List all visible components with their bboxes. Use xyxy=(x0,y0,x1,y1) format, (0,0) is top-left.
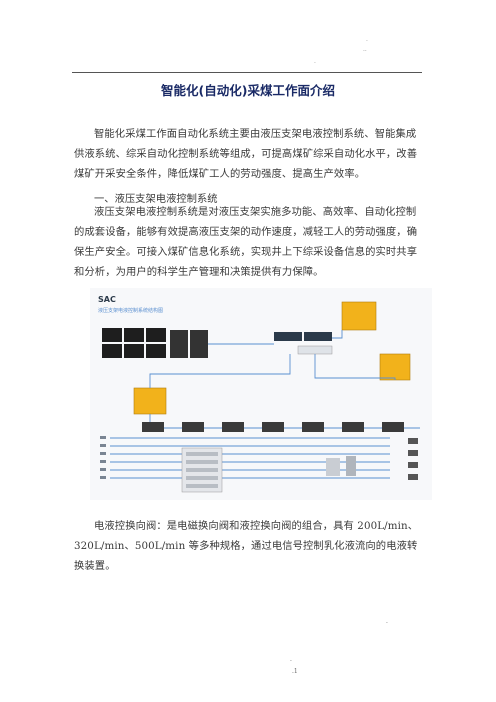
power-box-left xyxy=(133,387,167,415)
system-diagram-svg: SAC 液压支架电液控制系统结构图 xyxy=(98,295,420,493)
section1-heading: 一、液压支架电液控制系统 xyxy=(94,193,218,205)
legend-markers xyxy=(100,436,106,479)
header-mark-2: .. xyxy=(363,46,367,53)
header-mark-1: . xyxy=(366,36,368,43)
diagram-brand: SAC xyxy=(98,295,116,304)
controller-row xyxy=(142,422,404,432)
intro-paragraph: 智能化采煤工作面自动化系统主要由液压支架电液控制系统、智能集成供液系统、综采自动… xyxy=(74,128,418,180)
diagram-subtitle: 液压支架电液控制系统结构图 xyxy=(98,307,163,314)
router-device xyxy=(297,345,333,355)
footer-mark-2: . xyxy=(290,656,292,663)
switch-device-1 xyxy=(274,332,302,341)
power-box-top xyxy=(341,301,377,331)
sensor-group xyxy=(326,438,418,480)
monitor-group xyxy=(102,328,208,358)
valve-block xyxy=(181,447,223,493)
system-diagram: SAC 液压支架电液控制系统结构图 xyxy=(90,288,432,500)
page-title: 智能化(自动化)采煤工作面介绍 xyxy=(161,83,335,98)
header-rule xyxy=(72,72,422,73)
switch-device-2 xyxy=(304,332,332,341)
section2-paragraph: 电液控换向阀：是电磁换向阀和液控换向阀的组合，具有 200L/min、320L/… xyxy=(74,520,419,572)
header-mark-3: . xyxy=(314,58,316,65)
footer-page-number: .1 xyxy=(292,668,298,675)
power-box-right xyxy=(379,353,411,381)
section1-paragraph: 液压支架电液控制系统是对液压支架实施多功能、高效率、自动化控制的成套设备，能够有… xyxy=(74,206,418,278)
footer-mark-1: . xyxy=(386,618,388,625)
